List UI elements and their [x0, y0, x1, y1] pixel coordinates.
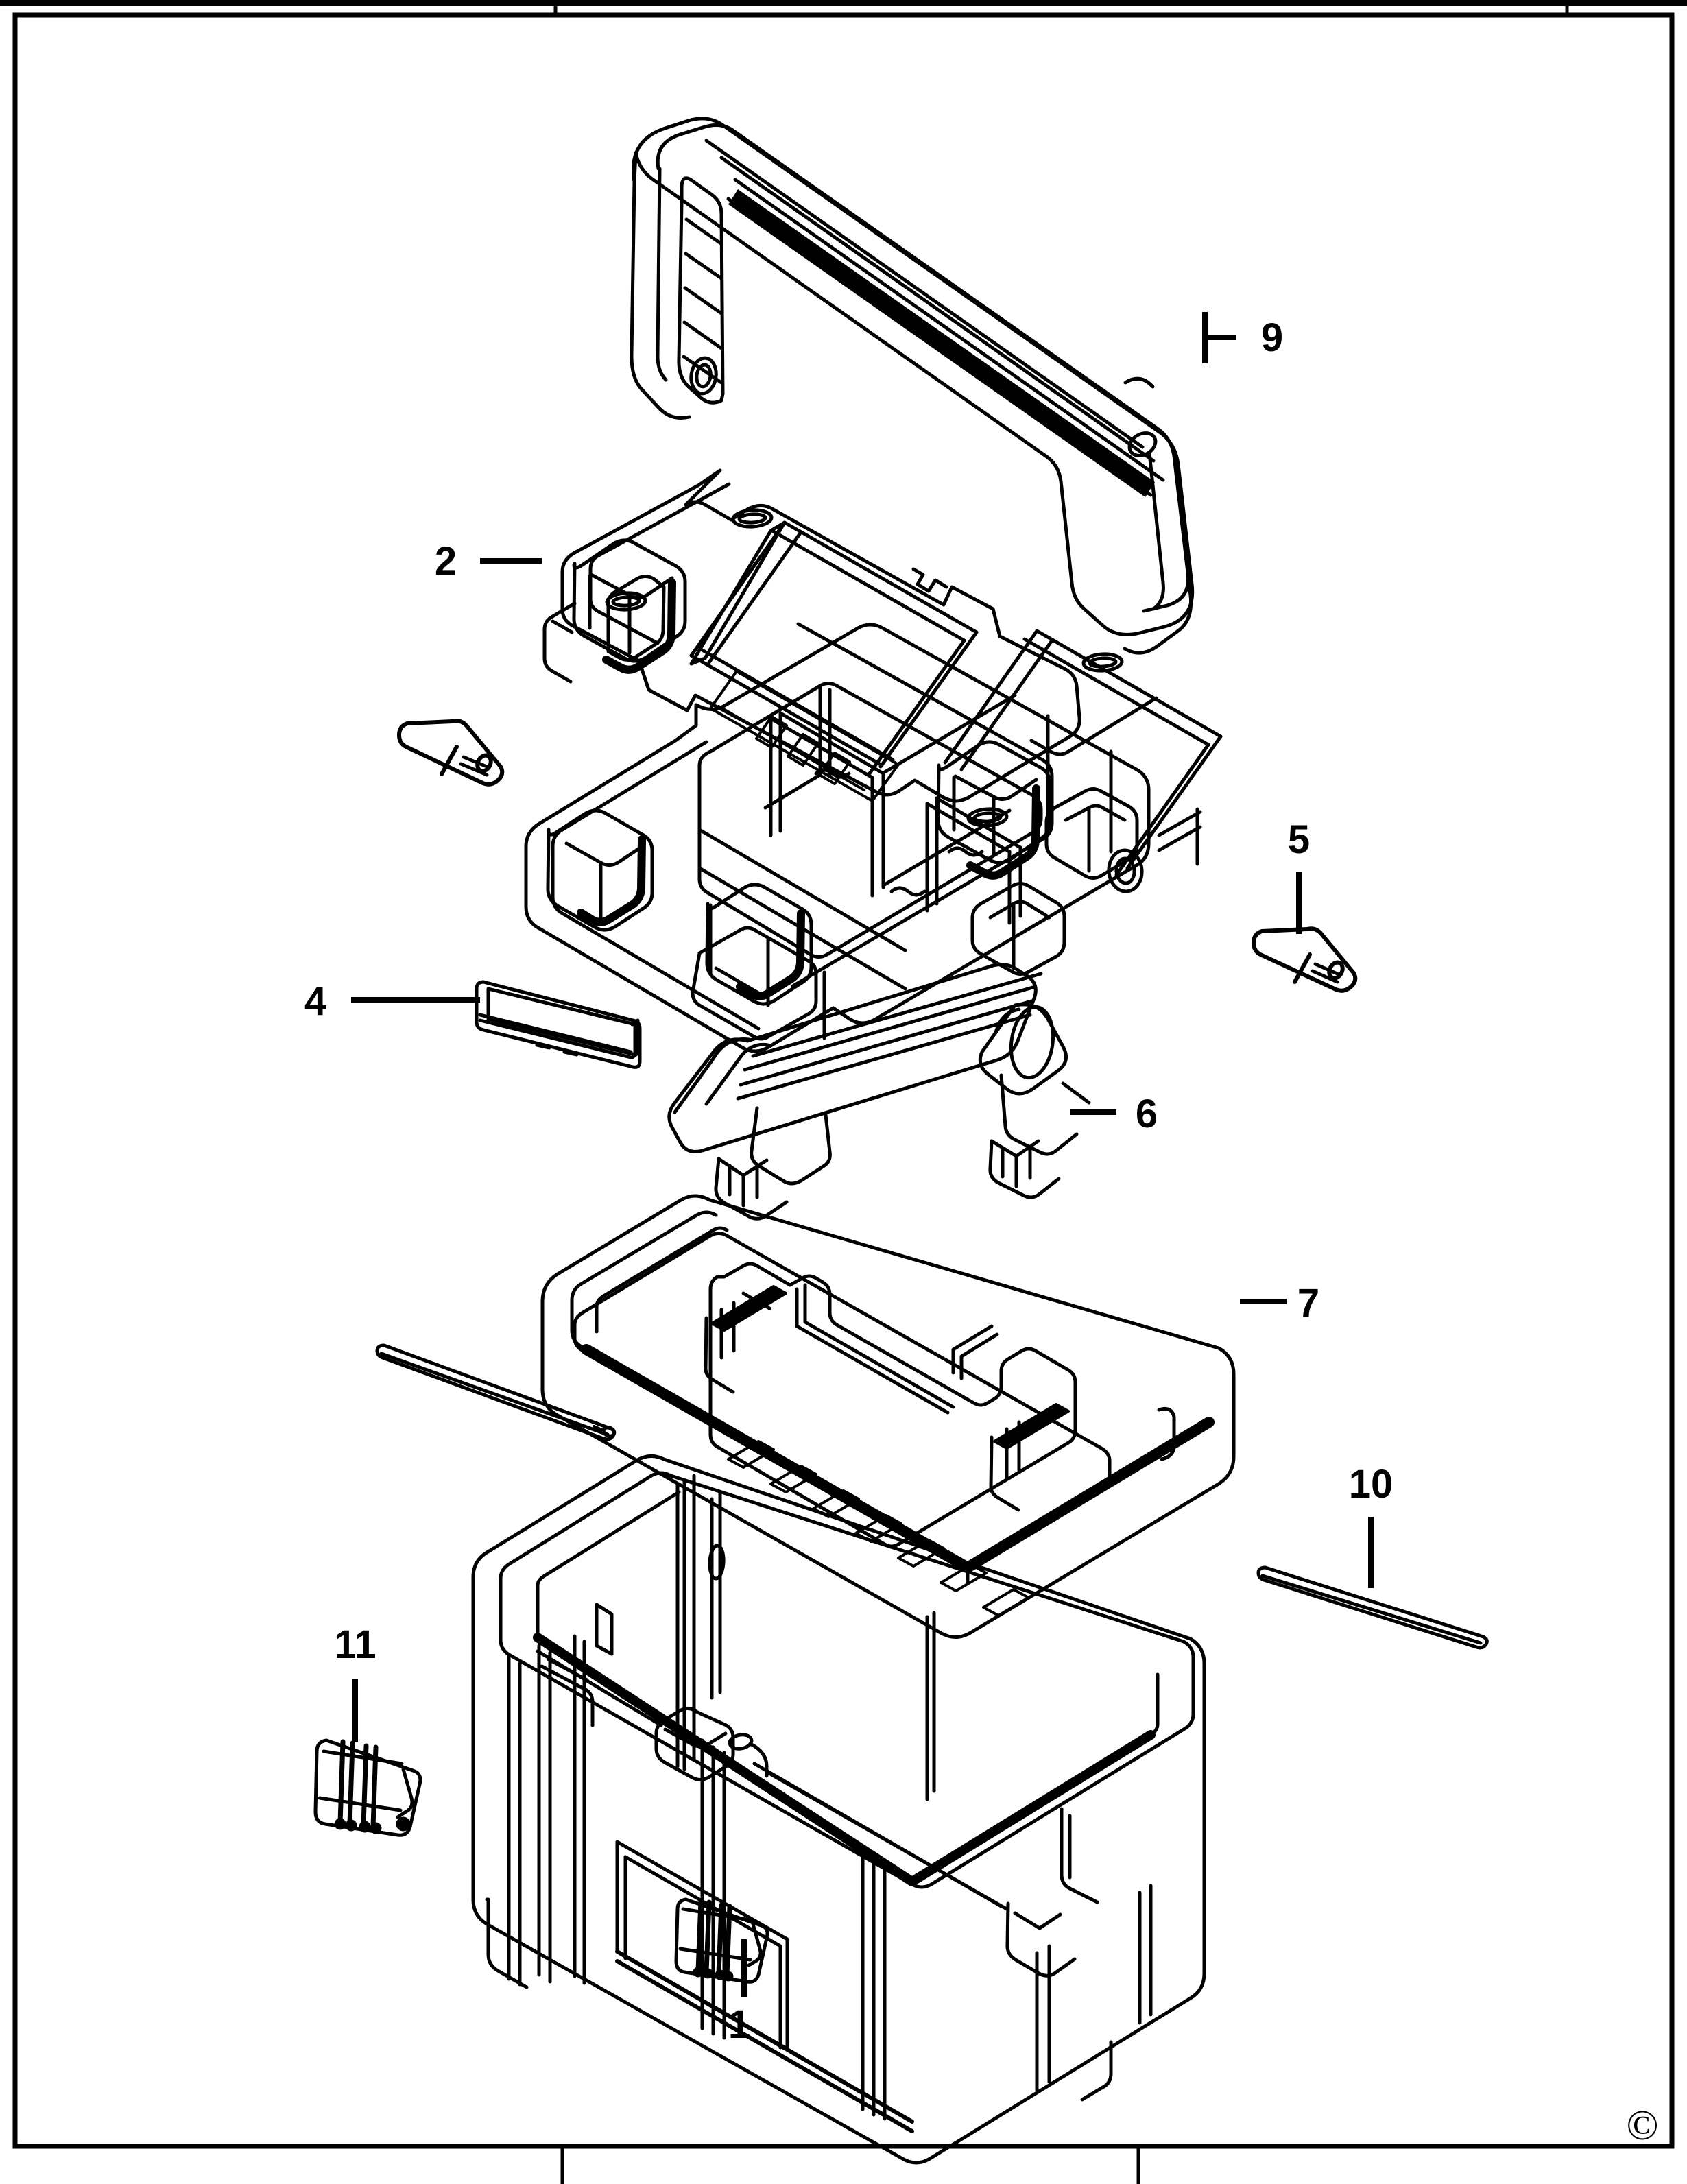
callout-label-5: 5: [1288, 817, 1310, 862]
part-2-top-lid: [542, 468, 1223, 880]
part-6-small-handle: [667, 963, 1091, 1221]
svg-text:©: ©: [1626, 2102, 1658, 2149]
callout-label-2: 2: [435, 539, 457, 584]
callout-label-4: 4: [304, 979, 326, 1024]
part-5-hinge-pin: [1252, 926, 1358, 993]
part-10-hinge-rod: [1256, 1565, 1489, 1650]
callout-label-1: 1: [728, 2002, 750, 2047]
frame-tick-marks: [553, 0, 1569, 2184]
part-9-carry-handle: [630, 117, 1195, 655]
copyright-mark: ©: [1626, 2102, 1658, 2149]
callout-leaders: [351, 312, 1374, 1997]
page-frame: [12, 12, 1675, 2149]
callout-labels: 9 2 5 4 6 7 10 11 1: [304, 315, 1393, 2047]
callout-label-6: 6: [1136, 1092, 1158, 1136]
rod-thin-left: [375, 1343, 617, 1441]
part-4-label-plate: [475, 980, 642, 1069]
callout-label-7: 7: [1297, 1281, 1319, 1325]
part-7-inner-tray: [540, 1194, 1236, 1639]
callout-label-11: 11: [334, 1622, 376, 1667]
pin-small-upper: [397, 719, 505, 787]
part-11-latch-clip: [313, 1738, 422, 1837]
part-1-main-box: [471, 1440, 1206, 2165]
callout-label-9: 9: [1261, 315, 1283, 360]
callout-label-10: 10: [1349, 1462, 1393, 1507]
frame-top-band: [0, 0, 1687, 6]
part-3-organizer-tray: [524, 622, 1202, 1053]
